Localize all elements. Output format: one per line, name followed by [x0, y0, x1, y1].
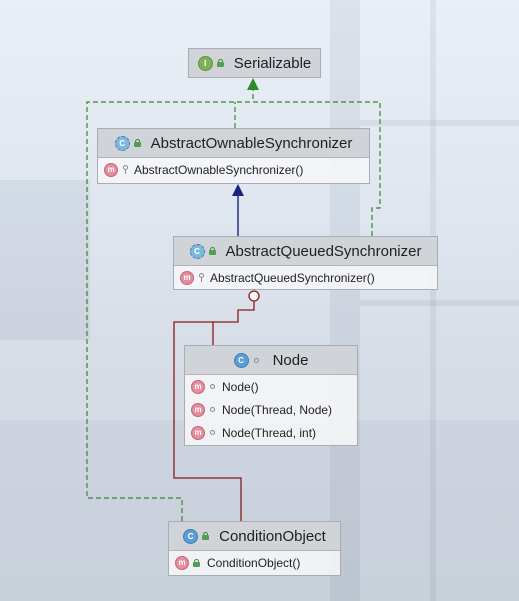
inner-line-condition [173, 321, 242, 521]
method-icon: m [180, 270, 194, 285]
class-icon: C [183, 528, 199, 544]
class-header: C Node [185, 346, 357, 375]
member-label: Node(Thread, Node) [222, 402, 333, 417]
member-label: AbstractOwnableSynchronizer() [134, 162, 304, 177]
implements-line-condition [86, 101, 253, 521]
protected-key-icon [123, 165, 128, 174]
protected-key-icon [199, 273, 204, 282]
member-row[interactable]: m ConditionObject() [169, 551, 340, 574]
package-private-icon [253, 357, 259, 363]
class-name: AbstractOwnableSynchronizer [150, 134, 353, 152]
class-header: C ConditionObject [169, 522, 340, 551]
implements-line-aqs [252, 90, 381, 236]
class-name: AbstractQueuedSynchronizer [225, 242, 422, 260]
inner-class-circle [248, 290, 260, 302]
package-private-icon [210, 407, 215, 412]
class-name: ConditionObject [219, 527, 326, 545]
implements-arrowhead [247, 78, 259, 90]
public-lock-icon [133, 139, 141, 147]
package-private-icon [210, 384, 215, 389]
class-header: I Serializable [189, 49, 320, 77]
member-row[interactable]: m Node(Thread, Node) [185, 398, 357, 421]
class-name: Serializable [233, 54, 312, 72]
class-icon: C [233, 352, 249, 368]
abstract-class-icon: C [189, 243, 205, 259]
class-header: C AbstractOwnableSynchronizer [98, 129, 369, 158]
public-lock-icon [216, 59, 224, 67]
member-row[interactable]: m AbstractOwnableSynchronizer() [98, 158, 369, 181]
class-abstract-queued-synchronizer[interactable]: C AbstractQueuedSynchronizer m AbstractQ… [173, 236, 438, 290]
member-label: AbstractQueuedSynchronizer() [210, 270, 375, 285]
class-header: C AbstractQueuedSynchronizer [174, 237, 437, 266]
class-serializable[interactable]: I Serializable [188, 48, 321, 78]
extends-arrowhead [232, 184, 244, 196]
public-lock-icon [193, 558, 200, 567]
member-row[interactable]: m Node() [185, 375, 357, 398]
class-condition-object[interactable]: C ConditionObject m ConditionObject() [168, 521, 341, 576]
method-icon: m [104, 162, 118, 177]
package-private-icon [210, 430, 215, 435]
method-icon: m [175, 555, 189, 570]
method-icon: m [191, 402, 205, 417]
method-icon: m [191, 425, 205, 440]
member-label: ConditionObject() [207, 555, 301, 570]
member-label: Node(Thread, int) [222, 425, 317, 440]
abstract-class-icon: C [114, 135, 130, 151]
class-abstract-ownable-synchronizer[interactable]: C AbstractOwnableSynchronizer m Abstract… [97, 128, 370, 184]
interface-icon: I [197, 55, 213, 71]
class-name: Node [272, 351, 309, 369]
member-label: Node() [222, 379, 259, 394]
public-lock-icon [202, 532, 210, 540]
method-icon: m [191, 379, 205, 394]
public-lock-icon [208, 247, 216, 255]
class-node[interactable]: C Node m Node() m Node(Thread, Node) m N… [184, 345, 358, 446]
member-row[interactable]: m Node(Thread, int) [185, 421, 357, 444]
inner-line-node [212, 301, 255, 345]
member-row[interactable]: m AbstractQueuedSynchronizer() [174, 266, 437, 289]
